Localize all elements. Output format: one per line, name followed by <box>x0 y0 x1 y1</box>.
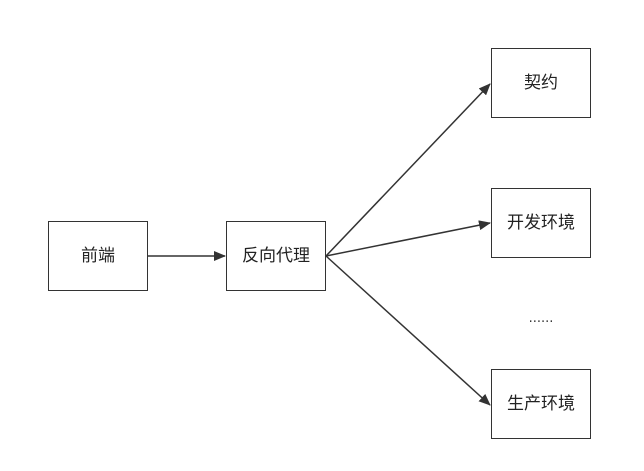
edge-proxy-to-contract <box>325 83 491 257</box>
node-reverse-proxy-label: 反向代理 <box>242 245 310 266</box>
node-contract: 契约 <box>491 48 591 118</box>
node-prod-environment: 生产环境 <box>491 369 591 439</box>
node-frontend: 前端 <box>48 221 148 291</box>
more-environments-ellipsis: ...... <box>528 311 554 326</box>
edge-proxy-to-dev-env <box>325 220 491 257</box>
node-contract-label: 契约 <box>524 72 558 93</box>
node-prod-environment-label: 生产环境 <box>507 393 575 414</box>
node-reverse-proxy: 反向代理 <box>226 221 326 291</box>
edge-proxy-to-prod-env <box>325 255 491 406</box>
node-dev-environment: 开发环境 <box>491 188 591 258</box>
node-dev-environment-label: 开发环境 <box>507 212 575 233</box>
node-frontend-label: 前端 <box>81 245 115 266</box>
